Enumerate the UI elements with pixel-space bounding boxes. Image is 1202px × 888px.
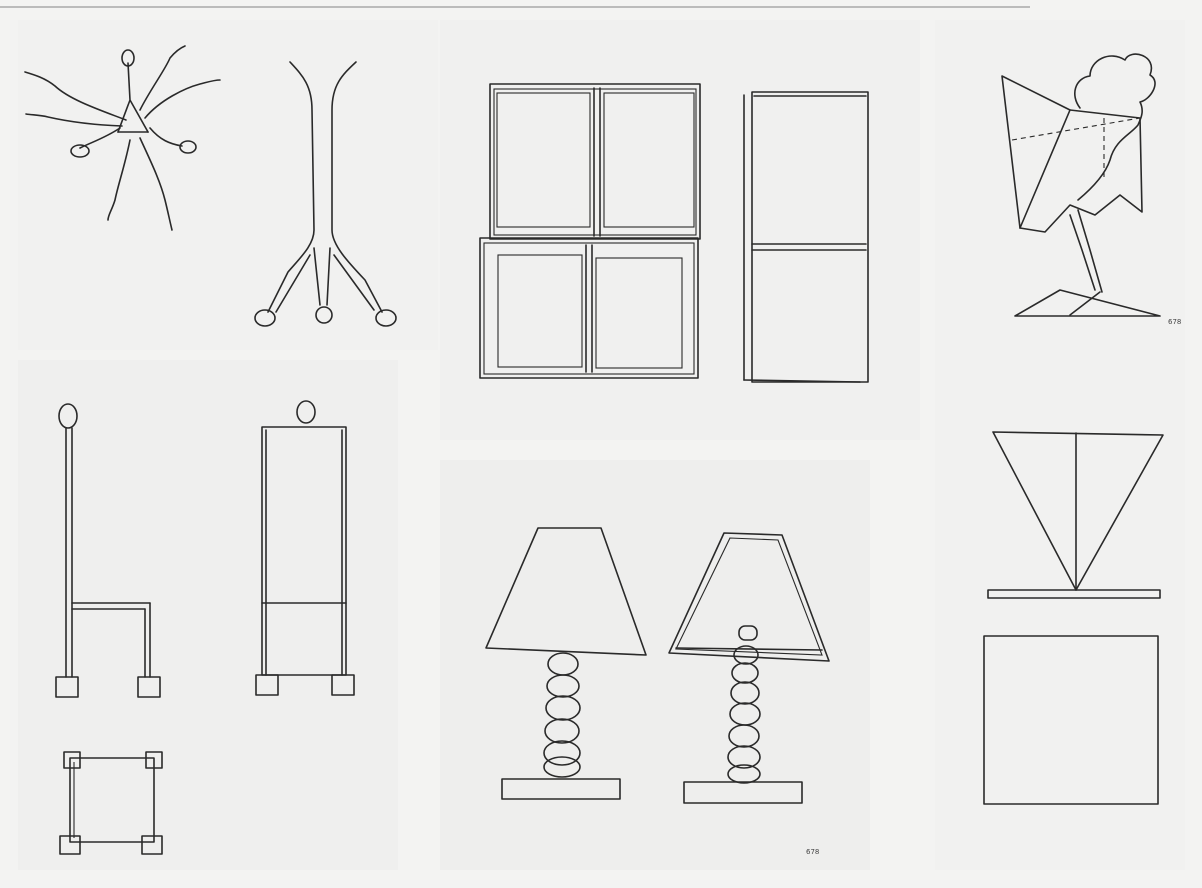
box-sketch [984,636,1158,804]
chair-top-view-sketch [60,752,162,854]
table-lamp-2-sketch [669,533,829,803]
table-lamp-1-sketch [486,528,646,799]
page-number-bottom: 678 [806,848,819,856]
tentacle-star-sketch [25,46,220,230]
chair-side-view-sketch [56,404,160,697]
page-number-right: 678 [1168,318,1181,326]
chair-front-view-sketch [256,401,354,695]
tree-form-sketch [255,62,396,326]
triangle-table-sketch [988,432,1163,598]
four-pane-cabinet-sketch [480,84,700,378]
folded-sculpture-sketch [1002,54,1160,316]
two-pane-panel-sketch [744,92,868,382]
